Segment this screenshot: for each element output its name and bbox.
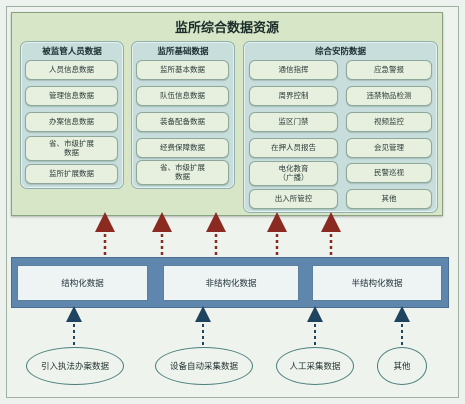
item-personnel-info: 人员信息数据 [25, 60, 118, 80]
item-case-info: 办案信息数据 [25, 112, 118, 132]
item-access-control: 监区门禁 [249, 112, 338, 132]
item-province-city-extension-2: 省、市级扩展 数据 [136, 160, 229, 185]
source-manual-data: 人工采集数据 [276, 347, 354, 385]
item-police-patrol: 民警巡视 [346, 163, 432, 183]
item-equipment: 装备配备数据 [136, 112, 229, 132]
item-management-info: 管理信息数据 [25, 86, 118, 106]
item-comm-command: 通信指挥 [249, 60, 338, 80]
item-electronic-education: 电化教育 （广播） [249, 161, 338, 186]
source-device-data: 设备自动采集数据 [155, 347, 253, 385]
item-emergency-alarm: 应急警报 [346, 60, 432, 80]
source-case-data: 引入执法办案数据 [26, 347, 124, 385]
item-contraband-detection: 违禁物品检测 [346, 86, 432, 106]
item-funding: 经费保障数据 [136, 138, 229, 158]
item-perimeter-control: 周界控制 [249, 86, 338, 106]
item-province-city-extension: 省、市级扩展 数据 [25, 136, 118, 161]
item-entry-exit-control: 出入所管控 [249, 189, 338, 209]
source-other: 其他 [377, 347, 427, 385]
group-title-security: 综合安防数据 [314, 47, 366, 57]
item-team-info: 队伍信息数据 [136, 86, 229, 106]
item-facility-extension: 监所扩展数据 [25, 164, 118, 184]
diagram-title: 监所综合数据资源 [174, 21, 279, 36]
item-visit-management: 会见管理 [346, 138, 432, 158]
unstructured-data-box: 非结构化数据 [163, 265, 299, 301]
item-video-surveillance: 视频监控 [346, 112, 432, 132]
group-title-facility-basic: 监所基础数据 [157, 47, 209, 57]
item-facility-basic-data: 监所基本数据 [136, 60, 229, 80]
item-inmate-report: 在押人员报告 [249, 138, 338, 158]
structured-data-box: 结构化数据 [17, 265, 148, 301]
semi-structured-data-box: 半结构化数据 [312, 265, 442, 301]
item-other-security: 其他 [346, 189, 432, 209]
group-title-supervised-personnel: 被监管人员数据 [42, 47, 102, 57]
